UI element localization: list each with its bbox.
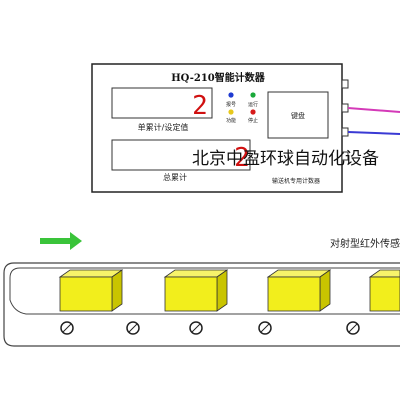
direction-arrow-icon <box>40 232 82 250</box>
indicator-report-led <box>228 92 234 98</box>
wire-magenta <box>347 107 400 113</box>
indicator-stop-led <box>250 109 256 115</box>
roller-1 <box>60 321 74 335</box>
box-2 <box>163 269 229 312</box>
device-title: HQ-210智能计数器 <box>171 71 266 84</box>
display-single-count-label: 单累计/设定值 <box>138 122 189 132</box>
indicator-stop-label: 停止 <box>248 117 258 124</box>
connector-lower <box>341 127 349 137</box>
roller-3 <box>189 321 203 335</box>
conveyor-belt-inner <box>9 267 400 315</box>
box-4 <box>368 269 400 312</box>
connector-middle <box>341 103 349 113</box>
roller-2 <box>126 321 140 335</box>
keypad-panel[interactable] <box>267 91 329 139</box>
box-1 <box>58 269 124 312</box>
display-single-count-digit: 2 <box>192 91 208 121</box>
roller-4 <box>258 321 272 335</box>
roller-5 <box>346 321 360 335</box>
indicator-function-label: 功能 <box>226 117 236 124</box>
watermark-text: 北京中盈环球自动化设备 <box>192 149 379 169</box>
indicator-report-label: 报号 <box>226 101 236 108</box>
keypad-label: 键盘 <box>291 111 305 120</box>
box-3 <box>266 269 332 312</box>
connector-top <box>341 79 349 89</box>
display-total-count-label: 总累计 <box>163 172 187 182</box>
connector-bottom <box>341 151 349 161</box>
display-total-count <box>111 139 251 171</box>
indicator-function-led <box>228 109 234 115</box>
display-single-count <box>111 87 213 119</box>
indicator-run-label: 运行 <box>248 101 258 108</box>
conveyor-belt <box>3 262 400 347</box>
device-footer-label: 输送机专用计数器 <box>272 177 320 185</box>
display-total-count-digit: 2 <box>234 143 250 173</box>
wire-blue <box>347 131 400 135</box>
sensor-label: 对射型红外传感 <box>330 239 400 250</box>
indicator-run-led <box>250 92 256 98</box>
